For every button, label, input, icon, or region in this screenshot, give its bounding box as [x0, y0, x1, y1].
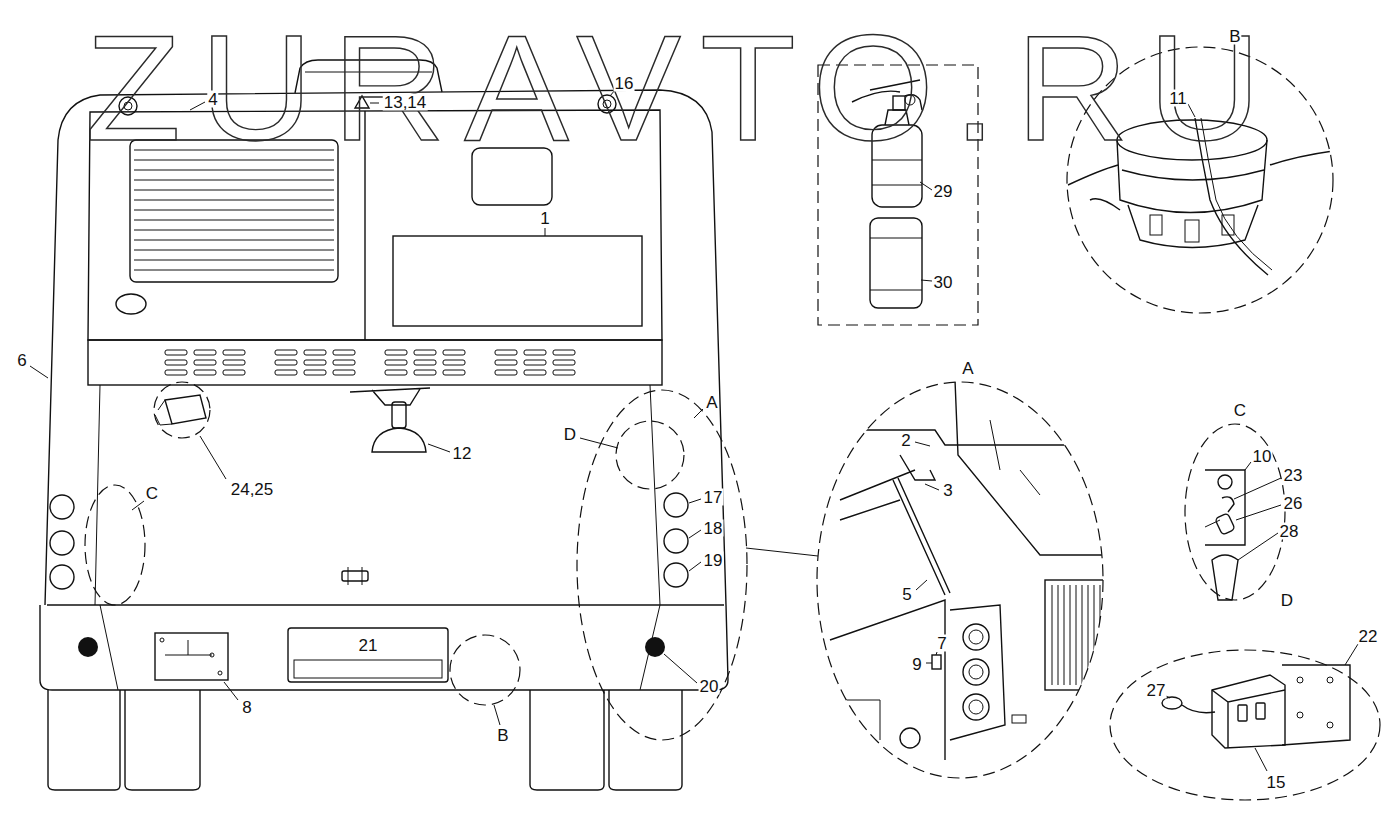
callout-number: 17 — [703, 489, 724, 506]
callout-number: 6 — [16, 352, 27, 369]
callout-number: 15 — [1266, 774, 1287, 791]
callout-number: 11 — [1168, 90, 1188, 107]
callout-number: 29 — [933, 183, 954, 200]
callout-number: 7 — [936, 635, 947, 652]
callout-number: 22 — [1358, 628, 1379, 645]
callout-number: 10 — [1252, 448, 1273, 465]
callout-number: 2 — [900, 432, 911, 449]
view-letter: B — [496, 727, 509, 744]
callout-number: 4 — [207, 91, 218, 108]
callout-number: 8 — [241, 699, 252, 716]
callout-number: 28 — [1279, 523, 1300, 540]
callout-number: 23 — [1283, 467, 1304, 484]
callout-number: 26 — [1283, 495, 1304, 512]
callout-number: 19 — [703, 552, 724, 569]
callout-number: 30 — [933, 274, 954, 291]
callout-number: 5 — [901, 586, 912, 603]
callout-number: 3 — [942, 482, 953, 499]
callout-number: 1 — [539, 210, 550, 227]
callout-number: 13,14 — [383, 94, 428, 111]
callout-number: 21 — [358, 637, 379, 654]
callout-number: 18 — [703, 520, 724, 537]
view-letter: A — [961, 360, 974, 377]
callout-number: 27 — [1146, 682, 1167, 699]
callout-number: 9 — [911, 656, 922, 673]
callout-number: 20 — [699, 678, 720, 695]
view-letter: C — [145, 485, 159, 502]
view-letter: C — [1233, 402, 1247, 419]
callout-number: 12 — [452, 445, 473, 462]
view-letter: B — [1228, 28, 1241, 45]
view-letter: D — [563, 426, 577, 443]
view-letter: A — [705, 394, 718, 411]
callout-number: 24,25 — [230, 481, 275, 498]
callout-number: 16 — [614, 75, 635, 92]
view-letter: D — [1280, 592, 1294, 609]
watermark: ZURAVTO.RU — [85, 13, 1280, 163]
